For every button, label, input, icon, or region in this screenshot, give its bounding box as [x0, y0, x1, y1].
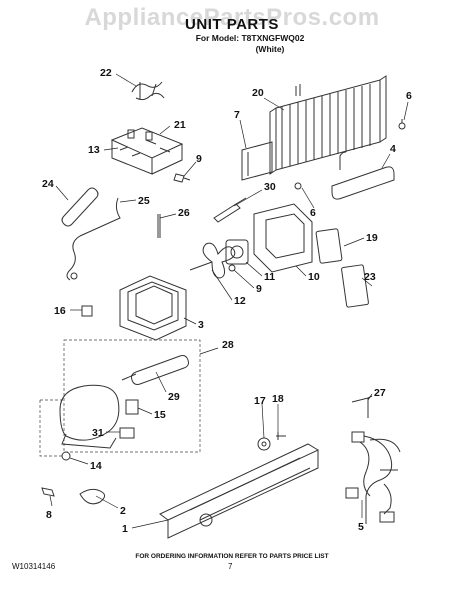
part-21-control-box — [110, 127, 184, 175]
callout-19: 19 — [366, 232, 378, 244]
callout-2: 2 — [120, 505, 126, 517]
callout-27: 27 — [374, 387, 386, 399]
callout-labels: 22 21 20 6 13 9 7 4 24 25 26 30 6 19 10 … — [42, 67, 412, 535]
callout-1: 1 — [122, 523, 128, 535]
compressor — [59, 384, 120, 449]
part-9-screw-upper — [173, 173, 191, 183]
part-30-sensor — [213, 197, 247, 223]
callout-11: 11 — [264, 271, 275, 283]
part-15-relay — [125, 399, 139, 415]
callout-17: 17 — [254, 395, 266, 407]
callout-7: 7 — [234, 109, 240, 121]
part-6-screw-upper — [398, 119, 406, 130]
model-line: For Model: T8TXNGFWQ02 — [195, 33, 305, 43]
callout-18: 18 — [272, 393, 284, 405]
part-3-evaporator — [119, 275, 187, 341]
callout-4: 4 — [390, 143, 396, 155]
part-27-bracket — [351, 395, 373, 418]
callout-13: 13 — [88, 144, 100, 156]
compressor-kit-box — [39, 339, 201, 457]
callout-15: 15 — [154, 409, 166, 421]
part-29-start-device — [121, 355, 189, 385]
part-2-gasket — [79, 488, 106, 505]
callout-22: 22 — [100, 67, 112, 79]
callout-31: 31 — [92, 427, 104, 439]
part-7-condenser-bracket — [241, 141, 273, 181]
callout-8: 8 — [46, 509, 52, 521]
part-22-drain-clip — [131, 81, 165, 101]
callout-3: 3 — [198, 319, 204, 331]
model-subtitle: For Model: T8TXNGFWQ02 (White) — [150, 33, 350, 55]
part-25-capillary-tube — [66, 197, 121, 281]
part-8-clip — [41, 487, 55, 497]
part-6-screw-lower — [294, 182, 302, 190]
part-31-cover — [119, 427, 135, 439]
ordering-note: FOR ORDERING INFORMATION REFER TO PARTS … — [135, 553, 329, 560]
callout-10: 10 — [308, 271, 320, 283]
callout-20: 20 — [252, 87, 264, 99]
part-10-fan-shroud — [253, 203, 313, 273]
diagram-title: UNIT PARTS — [185, 16, 279, 33]
callout-6-lower: 6 — [310, 207, 316, 219]
callout-6-upper: 6 — [406, 90, 412, 102]
callout-30: 30 — [264, 181, 276, 193]
callout-29: 29 — [168, 391, 180, 403]
callout-14: 14 — [90, 460, 102, 472]
part-23-pad — [341, 264, 369, 308]
part-24-dryer — [61, 187, 99, 227]
watermark-text: AppliancePartsPros.com — [84, 4, 380, 31]
part-19-pad — [315, 228, 343, 264]
document-number: W10314146 — [12, 562, 56, 571]
callout-9-lower: 9 — [256, 283, 262, 295]
part-20-condenser — [269, 75, 387, 175]
page-number: 7 — [228, 562, 233, 571]
callout-12: 12 — [234, 295, 246, 307]
callout-25: 25 — [138, 195, 150, 207]
callout-5: 5 — [358, 521, 364, 533]
callout-26: 26 — [178, 207, 190, 219]
part-1-base-pan — [159, 443, 319, 539]
part-4-tube — [331, 151, 395, 200]
part-12-fan-blade — [189, 242, 236, 279]
part-5-wire-harness — [345, 431, 401, 524]
part-11-fan-motor — [225, 239, 249, 265]
callout-9-upper: 9 — [196, 153, 202, 165]
part-14-grommet — [61, 451, 71, 461]
part-18-screw — [276, 432, 286, 440]
callout-23: 23 — [364, 271, 376, 283]
callout-16: 16 — [54, 305, 66, 317]
callout-21: 21 — [174, 119, 186, 131]
part-26-rod — [157, 214, 161, 238]
color-line: (White) — [255, 44, 285, 54]
leader-lines — [49, 73, 409, 529]
callout-28: 28 — [222, 339, 234, 351]
part-16-clip — [81, 305, 93, 317]
part-17-roller — [257, 437, 271, 451]
callout-24: 24 — [42, 178, 54, 190]
part-9-screw-lower — [228, 264, 236, 272]
